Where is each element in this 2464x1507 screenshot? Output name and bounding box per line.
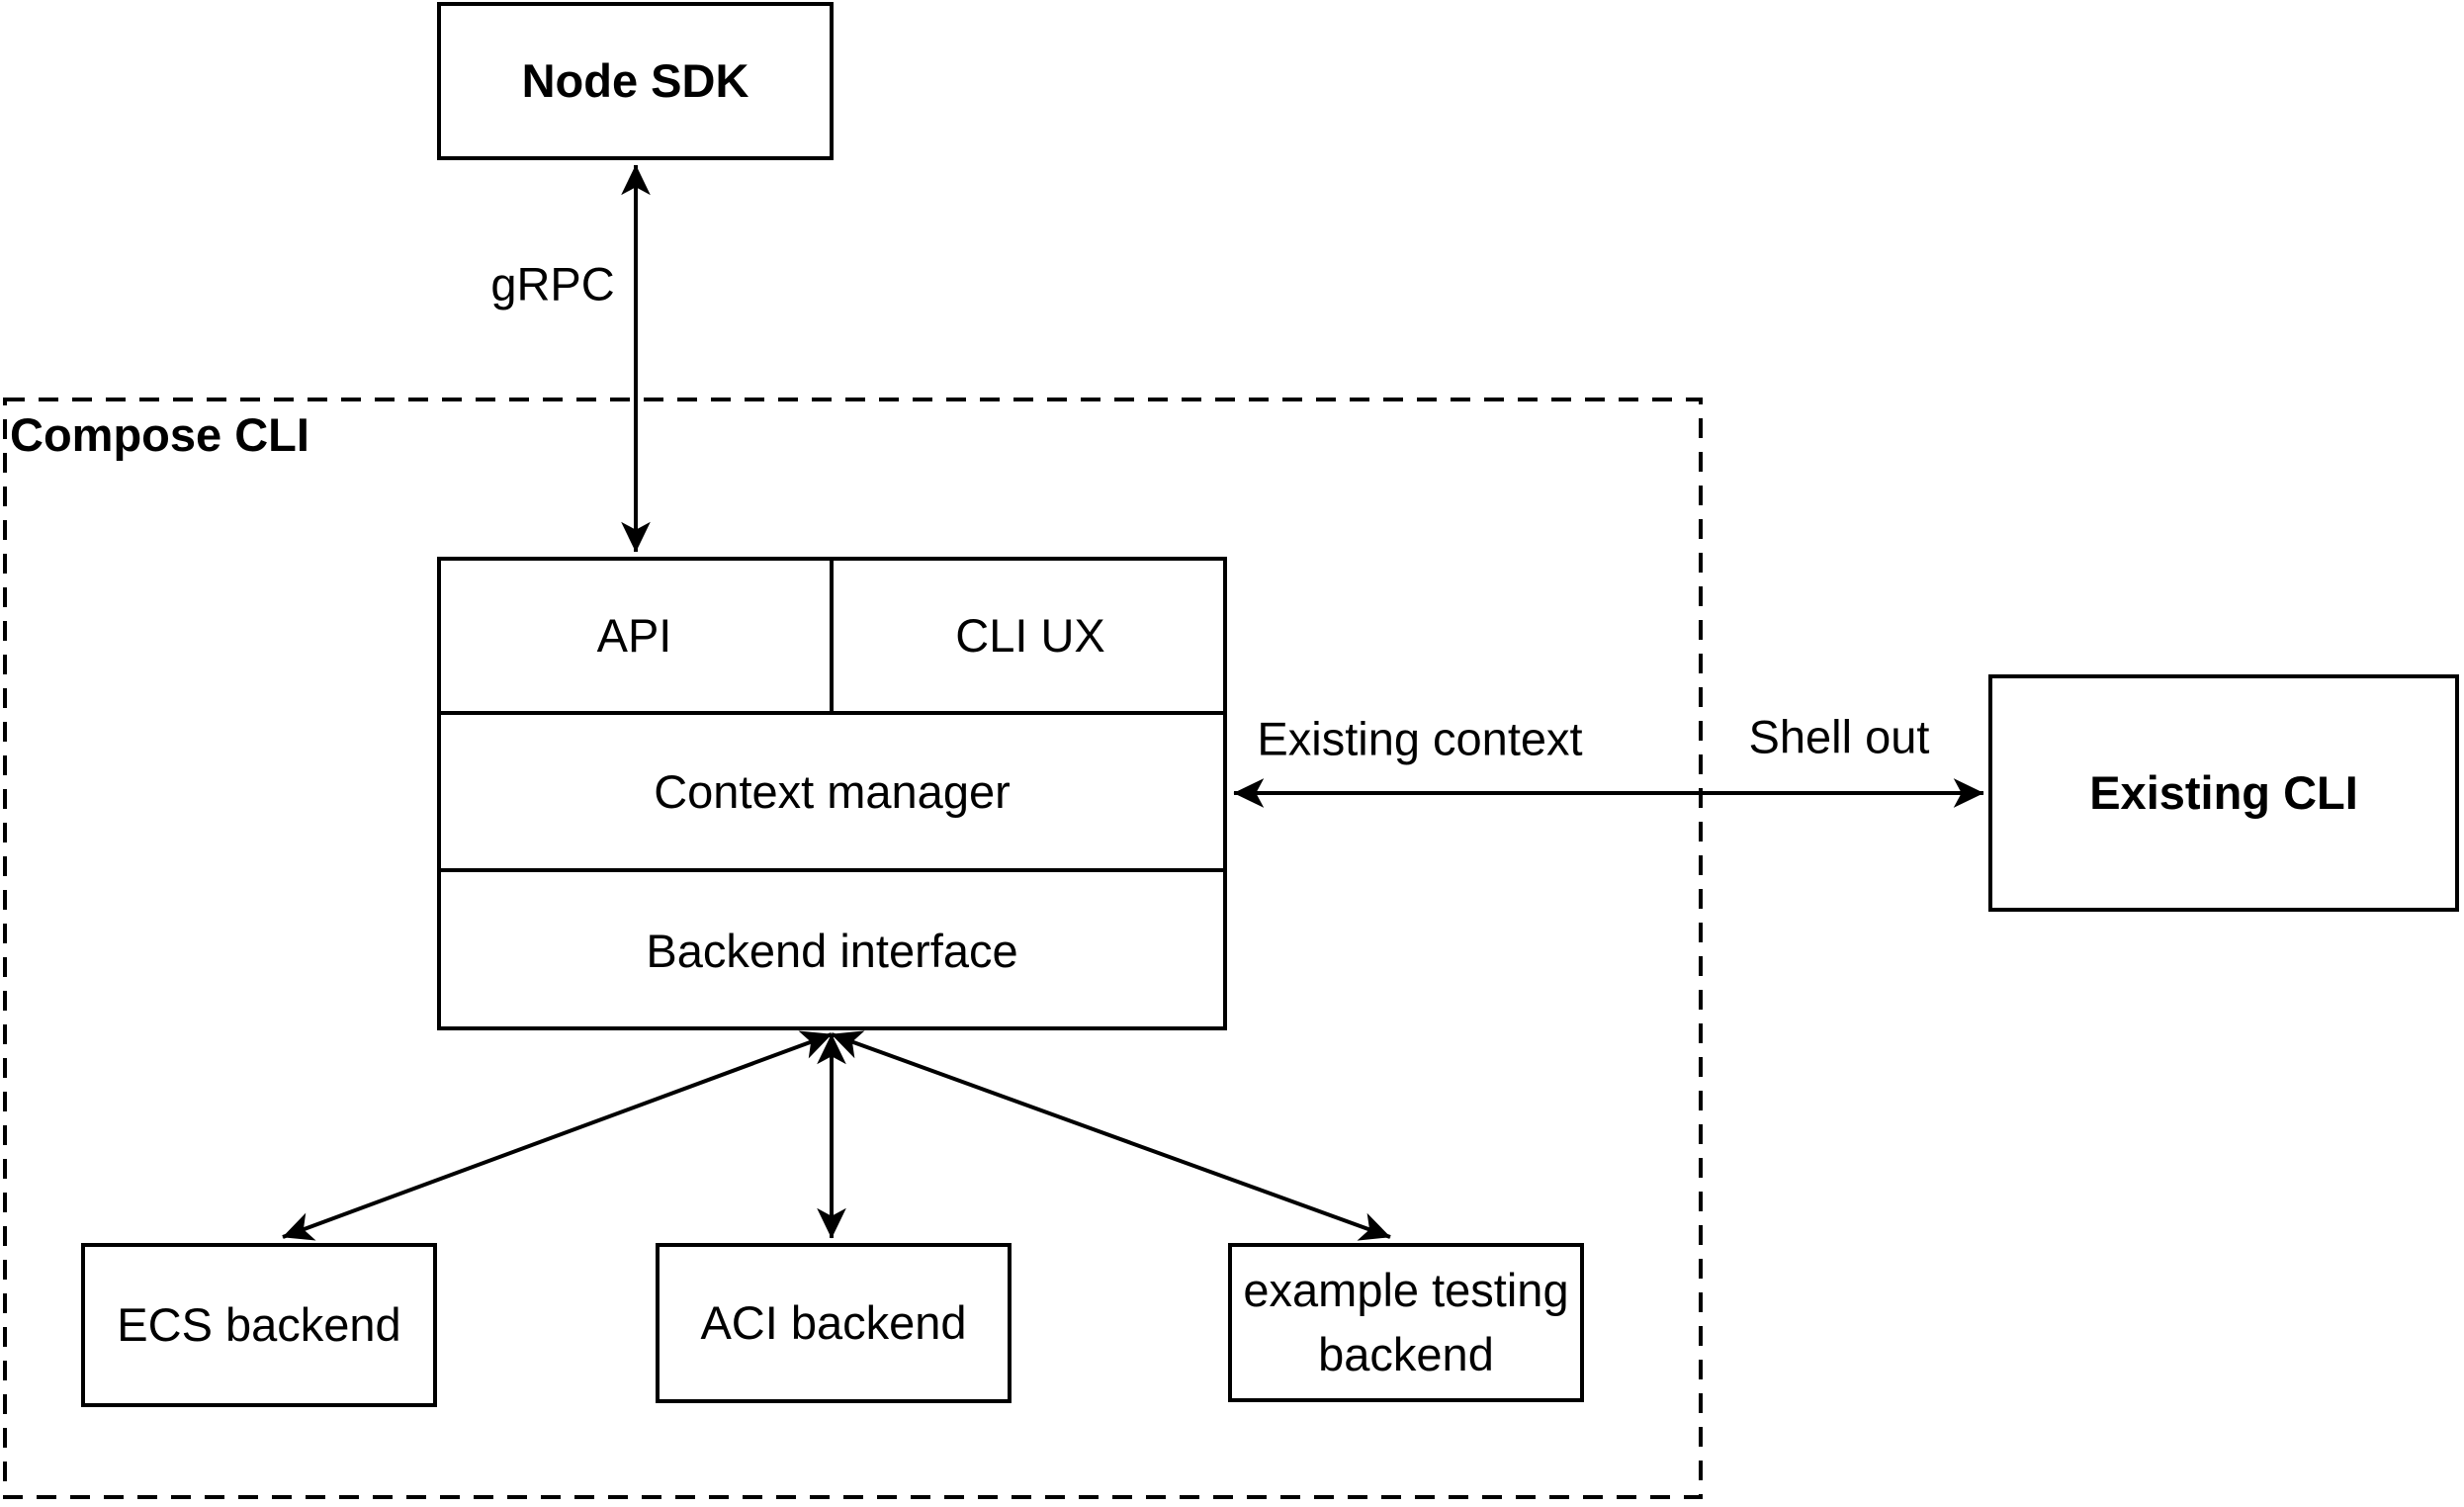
grpc-edge-label: gRPC bbox=[490, 257, 615, 310]
row-divider-2 bbox=[437, 868, 1227, 872]
row-divider-1 bbox=[437, 711, 1227, 715]
aci-backend-box: ACI backend bbox=[656, 1243, 1012, 1403]
compose-cli-dashed-container bbox=[3, 398, 1703, 1499]
api-cliux-divider bbox=[830, 557, 834, 713]
existing-cli-label: Existing CLI bbox=[2089, 765, 2358, 819]
compose-cli-label: Compose CLI bbox=[10, 408, 309, 461]
ecs-backend-box: ECS backend bbox=[81, 1243, 437, 1407]
node-sdk-label: Node SDK bbox=[521, 53, 749, 107]
ecs-backend-arrow bbox=[282, 1030, 833, 1241]
existing-cli-box: Existing CLI bbox=[1988, 674, 2459, 912]
cli-ux-cell: CLI UX bbox=[834, 557, 1227, 713]
aci-backend-label: ACI backend bbox=[700, 1295, 967, 1349]
api-label: API bbox=[596, 608, 672, 662]
example-testing-backend-box: example testing backend bbox=[1228, 1243, 1584, 1402]
backend-interface-label: Backend interface bbox=[646, 924, 1018, 977]
backend-interface-cell: Backend interface bbox=[437, 870, 1227, 1030]
ecs-backend-label: ECS backend bbox=[117, 1297, 401, 1351]
api-cell: API bbox=[437, 557, 832, 713]
node-sdk-box: Node SDK bbox=[437, 2, 834, 160]
context-manager-cell: Context manager bbox=[437, 713, 1227, 870]
example-testing-backend-arrow bbox=[831, 1030, 1391, 1241]
cli-ux-label: CLI UX bbox=[955, 608, 1105, 662]
example-testing-backend-label-line2: backend bbox=[1318, 1327, 1494, 1380]
shell-out-edge-label: Shell out bbox=[1748, 710, 1930, 763]
context-manager-label: Context manager bbox=[654, 765, 1011, 818]
example-testing-backend-label-line1: example testing bbox=[1243, 1263, 1569, 1316]
existing-context-edge-label: Existing context bbox=[1257, 712, 1583, 765]
